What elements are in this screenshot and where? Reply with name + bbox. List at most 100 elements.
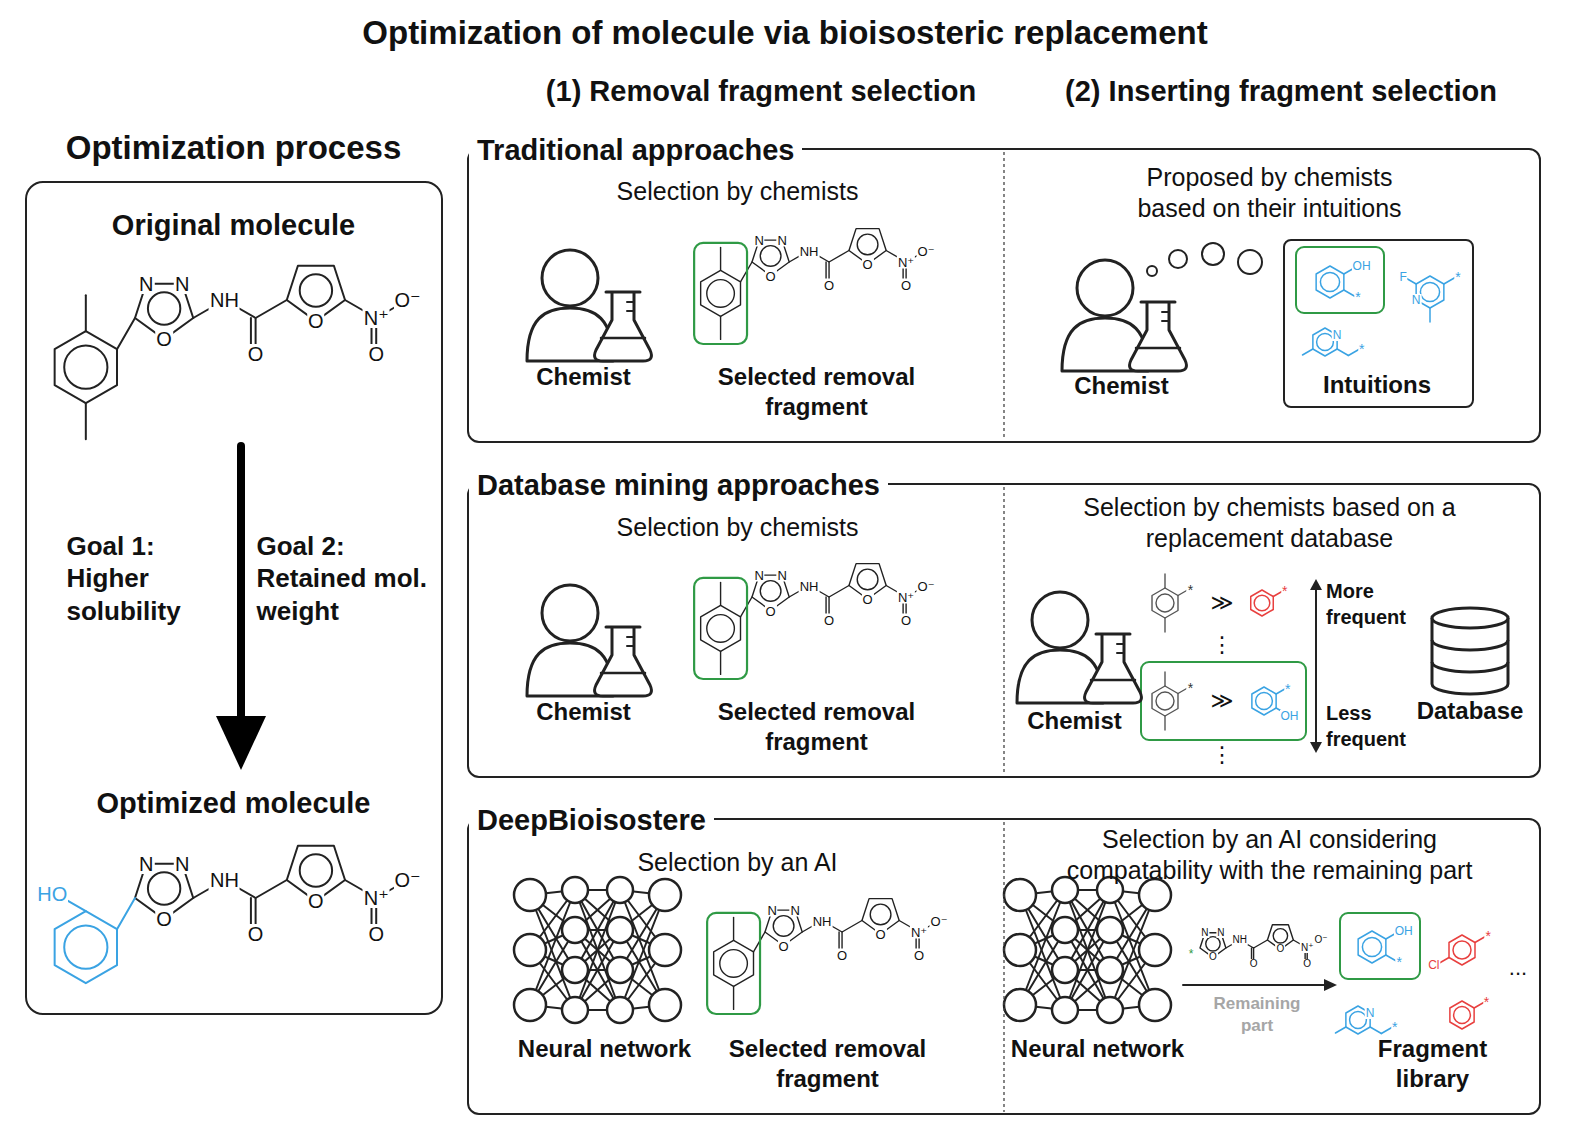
bond-line xyxy=(85,295,87,331)
flask-mark xyxy=(1117,643,1124,645)
figure-label: O xyxy=(307,311,325,331)
figure-label: O xyxy=(765,604,777,617)
figure-label: HO xyxy=(36,884,68,904)
highlight-box xyxy=(707,913,760,1014)
flask-rim xyxy=(606,626,640,629)
figure-label: ≫ xyxy=(1210,690,1233,712)
network-neuron xyxy=(1052,957,1078,983)
diagram-title: Optimization of molecule via bioisosteri… xyxy=(362,12,1207,53)
figure-label: O xyxy=(875,928,887,941)
aromatic-circle xyxy=(773,916,794,937)
benzene-ring xyxy=(55,911,117,983)
figure-label: NH xyxy=(799,579,820,592)
figure-label: * xyxy=(1358,342,1365,356)
panel-text: Chemist xyxy=(1027,706,1122,736)
aromatic-circle xyxy=(1156,594,1174,612)
flask xyxy=(1130,302,1187,371)
figure-label: O xyxy=(367,344,385,364)
figure-label: O xyxy=(1208,952,1218,962)
benzene-ring xyxy=(701,270,741,316)
panel-text: Goal 2: Retained mol. weight xyxy=(257,530,435,628)
figure-label: N xyxy=(789,904,800,917)
benzene-ring xyxy=(1358,931,1386,963)
arrow-head xyxy=(1310,742,1322,753)
figure-label: O xyxy=(765,269,777,282)
panel-text: Selection by an AI considering compatabi… xyxy=(1030,823,1510,886)
panel-text: Neural network xyxy=(1011,1034,1184,1064)
thought-bubble xyxy=(1238,250,1262,274)
figure-label: NH xyxy=(799,244,820,257)
figure-label: O xyxy=(823,614,835,627)
figure-label: * xyxy=(1454,270,1461,284)
figure-label: OH xyxy=(1394,925,1414,937)
network-neuron xyxy=(1097,917,1123,943)
bond-line xyxy=(1337,349,1348,356)
figure-label: OH xyxy=(1352,260,1372,272)
approach-panel: DeepBioisostereSelection by an AINeural … xyxy=(467,818,1541,1115)
aromatic-circle xyxy=(1320,272,1339,291)
figure-label: Cl xyxy=(1427,959,1440,971)
figure-label: O xyxy=(778,939,790,952)
figure-label: Database xyxy=(1417,699,1524,723)
network-neuron xyxy=(607,917,633,943)
arrow-head xyxy=(1324,979,1337,991)
figure-label: N xyxy=(1332,329,1343,341)
figure-label: O xyxy=(155,329,173,349)
aromatic-circle xyxy=(300,854,332,886)
aromatic-circle xyxy=(1256,693,1273,710)
figure-label: O⁻ xyxy=(917,579,936,592)
network-neuron xyxy=(1052,997,1078,1023)
remaining-arrow xyxy=(1183,984,1326,986)
flask-liquid xyxy=(601,337,645,340)
network-neuron xyxy=(1052,917,1078,943)
benzene-ring xyxy=(1152,588,1178,618)
panel-text: Chemist xyxy=(1074,371,1169,401)
flask-mark xyxy=(1117,652,1124,654)
figure-label: O xyxy=(1249,959,1259,969)
network-neuron xyxy=(562,957,588,983)
flask-mark xyxy=(1162,311,1169,313)
network-neuron xyxy=(607,877,633,903)
figure-label: N⁺ xyxy=(363,308,390,328)
figure-label: More frequent xyxy=(1326,578,1426,630)
figure-label: Remaining part xyxy=(1202,993,1312,1037)
network-neuron xyxy=(1139,934,1171,966)
bond-line xyxy=(1164,672,1165,686)
panel-heading: Database mining approaches xyxy=(469,467,888,503)
flask-liquid xyxy=(1136,347,1180,350)
chemist-head xyxy=(542,585,598,641)
aromatic-circle xyxy=(1362,937,1381,956)
flask-rim xyxy=(1141,301,1175,304)
aromatic-circle xyxy=(1420,282,1439,301)
flask-mark xyxy=(627,310,634,312)
panel-text: Goal 1: Higher solubility xyxy=(67,530,217,628)
highlight-box xyxy=(694,243,747,344)
flask xyxy=(595,627,652,696)
figure-label: N xyxy=(138,274,154,294)
flask-mark xyxy=(1162,320,1169,322)
network-neuron xyxy=(1097,997,1123,1023)
figure-label: N xyxy=(1200,928,1209,938)
benzene-ring xyxy=(1252,687,1276,715)
panel-text: Fragment library xyxy=(1363,1034,1503,1094)
divider-line xyxy=(1003,487,1004,775)
amide-bond xyxy=(193,300,287,318)
figure-label: N⁺ xyxy=(910,926,928,939)
network-neuron xyxy=(607,997,633,1023)
database-band xyxy=(1432,662,1508,672)
flask xyxy=(1085,634,1142,703)
network-neuron xyxy=(562,917,588,943)
network-neuron xyxy=(1097,957,1123,983)
database-band xyxy=(1432,640,1508,650)
figure-label: * xyxy=(1281,584,1288,598)
network-neuron xyxy=(649,934,681,966)
chemist-head xyxy=(1077,260,1133,316)
aromatic-circle xyxy=(1453,941,1471,959)
figure-label: N⁺ xyxy=(897,591,915,604)
highlight-box xyxy=(1340,913,1420,979)
bond-line xyxy=(1335,1027,1345,1033)
thought-bubble xyxy=(1202,243,1224,265)
figure-label: O xyxy=(862,258,874,271)
approach-panel: Traditional approachesSelection by chemi… xyxy=(467,148,1541,443)
